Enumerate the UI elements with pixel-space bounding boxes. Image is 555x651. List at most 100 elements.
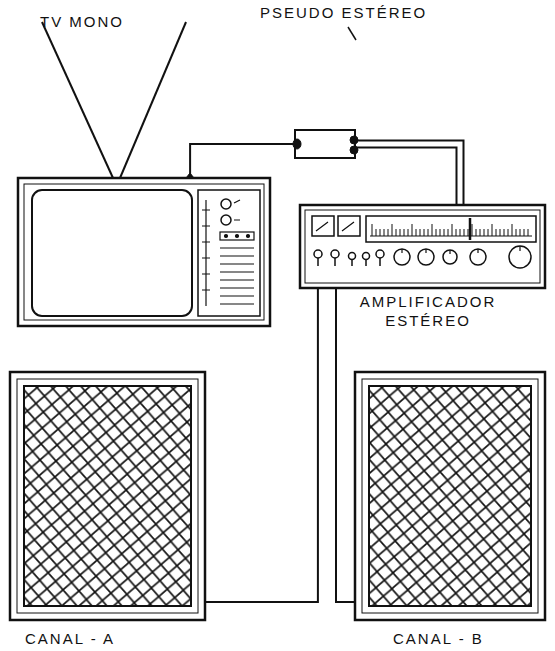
dial-tick bbox=[460, 229, 461, 236]
node-label: CANAL - A bbox=[25, 630, 115, 649]
dial-tick bbox=[436, 229, 437, 236]
dial-tick bbox=[372, 224, 373, 236]
dial-tick bbox=[404, 229, 405, 236]
cable bbox=[190, 144, 295, 178]
dial-tick bbox=[392, 224, 393, 236]
pseudo-stereo-box-part bbox=[295, 130, 355, 158]
cable-line bbox=[355, 148, 457, 206]
dial-tick bbox=[420, 229, 421, 236]
dial-tick bbox=[376, 229, 377, 236]
stereo-amplifier-part bbox=[300, 205, 545, 288]
dial-tick bbox=[464, 229, 465, 236]
tv-antenna-part bbox=[42, 22, 113, 178]
stereo-amplifier-part bbox=[469, 218, 472, 240]
speaker-a-part bbox=[10, 372, 205, 620]
stereo-amplifier-part bbox=[314, 246, 531, 268]
tv-set-part bbox=[32, 190, 192, 316]
speaker-cabinet: CANAL - B bbox=[355, 372, 545, 620]
pseudo-stereo-unit: PSEUDO ESTÉREO bbox=[295, 130, 355, 158]
node-label: PSEUDO ESTÉREO bbox=[260, 4, 427, 23]
dial-tick bbox=[528, 229, 529, 236]
tv-antenna-part bbox=[120, 22, 186, 178]
cable bbox=[205, 288, 318, 602]
dial-tick bbox=[380, 229, 381, 236]
cable-line bbox=[355, 141, 464, 206]
stereo-amplifier-part-part bbox=[317, 258, 319, 266]
speaker-a bbox=[10, 372, 205, 620]
stereo-amplifier: AMPLIFICADOR ESTÉREO bbox=[300, 205, 545, 288]
dial-tick bbox=[388, 229, 389, 236]
dial-tick bbox=[480, 229, 481, 236]
stereo-amplifier-part-part bbox=[365, 260, 367, 266]
node-label: TV MONO bbox=[40, 13, 124, 32]
leader-line bbox=[348, 27, 356, 40]
stereo-amplifier-part bbox=[366, 216, 536, 242]
dial-tick bbox=[504, 229, 505, 236]
speaker-b bbox=[355, 372, 545, 620]
dial-tick bbox=[444, 229, 445, 236]
speaker-b-part bbox=[355, 372, 545, 620]
dial-tick bbox=[500, 229, 501, 236]
dial-tick bbox=[512, 224, 513, 236]
dial-tick bbox=[472, 224, 473, 236]
dial-tick bbox=[396, 229, 397, 236]
node-label: CANAL - B bbox=[393, 630, 484, 649]
dial-tick bbox=[468, 229, 469, 236]
cable bbox=[336, 288, 355, 602]
tv-set-part bbox=[221, 199, 231, 209]
tv-set-part-part bbox=[202, 210, 210, 290]
stereo-amplifier-part-part bbox=[349, 253, 356, 260]
speaker-b-part bbox=[362, 379, 538, 613]
dial-tick bbox=[524, 229, 525, 236]
stereo-amplifier-part bbox=[305, 210, 540, 283]
dial-tick bbox=[488, 229, 489, 236]
tv-set-part bbox=[18, 178, 270, 326]
dial-tick bbox=[400, 229, 401, 236]
dial-tick bbox=[484, 229, 485, 236]
stereo-amplifier-part-part bbox=[334, 258, 336, 266]
cable-line bbox=[205, 288, 318, 602]
stereo-amplifier-part-part bbox=[331, 250, 339, 258]
tv-set-part-part bbox=[225, 235, 228, 238]
stereo-amplifier bbox=[300, 205, 545, 288]
dial-tick bbox=[440, 229, 441, 236]
dial-tick bbox=[520, 229, 521, 236]
stereo-amplifier-part-part bbox=[379, 258, 381, 266]
dial-tick bbox=[452, 224, 453, 236]
dial-tick bbox=[432, 224, 433, 236]
tv-set-part bbox=[198, 190, 260, 316]
speaker-cabinet: CANAL - A bbox=[10, 372, 205, 620]
speaker-b-part bbox=[369, 386, 531, 606]
dial-tick bbox=[476, 229, 477, 236]
dial-tick bbox=[492, 224, 493, 236]
tv-set-part bbox=[221, 215, 231, 225]
tv-set-part bbox=[24, 184, 264, 320]
stereo-amplifier-part bbox=[372, 224, 528, 236]
dial-tick bbox=[456, 229, 457, 236]
speaker-a-part bbox=[24, 386, 191, 606]
dial-tick bbox=[424, 229, 425, 236]
speaker-a-part bbox=[17, 379, 198, 613]
node-label: AMPLIFICADOR ESTÉREO bbox=[348, 293, 508, 331]
cable bbox=[355, 141, 464, 206]
dial-tick bbox=[428, 229, 429, 236]
tv-set-part bbox=[202, 200, 254, 306]
stereo-amplifier-part-part bbox=[351, 260, 353, 266]
tv-set-part-part bbox=[220, 232, 254, 240]
stereo-amplifier-part-part bbox=[402, 246, 520, 254]
cable-line bbox=[190, 144, 295, 178]
tv-set-part-part bbox=[236, 235, 239, 238]
tv-set-part-part bbox=[247, 235, 250, 238]
pseudo-stereo-box bbox=[293, 27, 358, 158]
stereo-amplifier-part-part bbox=[314, 250, 322, 258]
tv-antenna bbox=[42, 22, 186, 178]
dial-tick bbox=[412, 224, 413, 236]
dial-tick bbox=[496, 229, 497, 236]
cable-line bbox=[336, 288, 355, 602]
dial-tick bbox=[516, 229, 517, 236]
dial-tick bbox=[384, 229, 385, 236]
dial-tick bbox=[508, 229, 509, 236]
